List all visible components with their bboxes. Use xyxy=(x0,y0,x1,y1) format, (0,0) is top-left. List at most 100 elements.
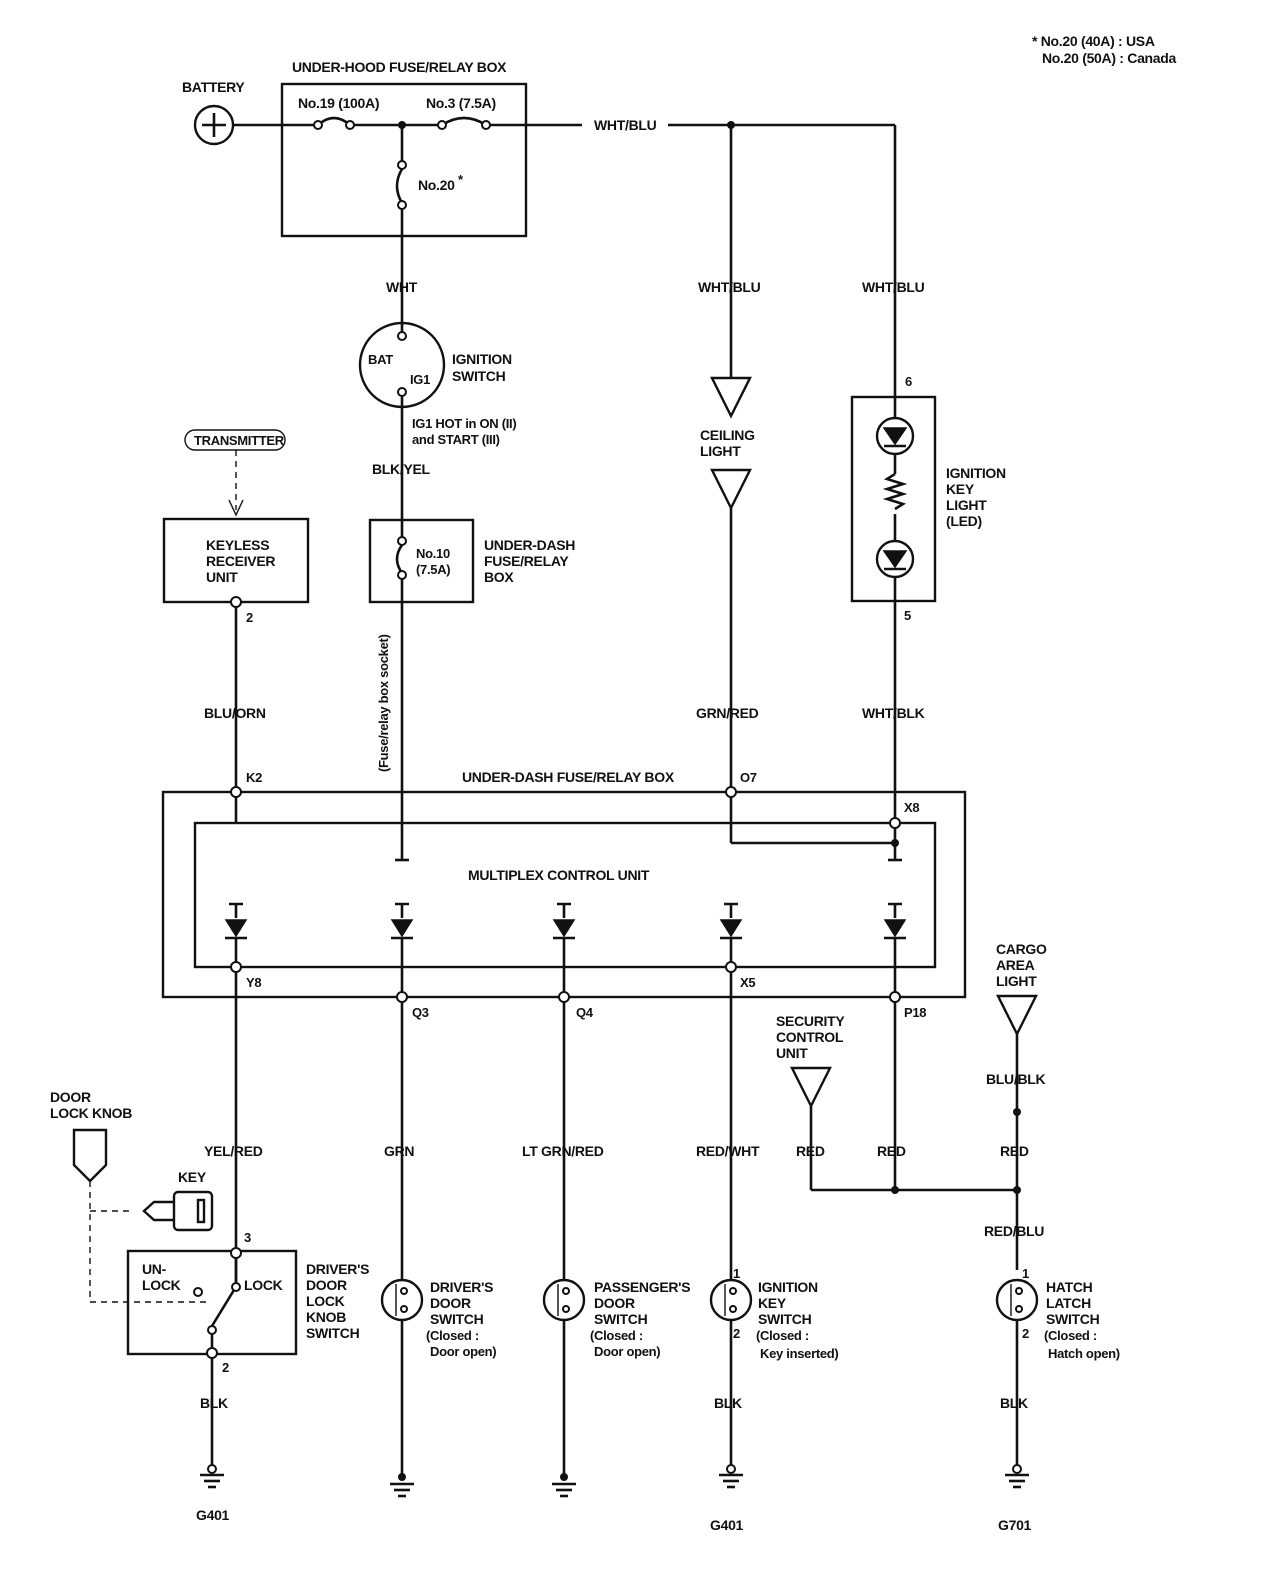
security-arrow-icon xyxy=(790,1066,832,1109)
driver-switch-2: DOOR xyxy=(430,1295,471,1311)
fuse-notes: * No.20 (40A) : USA No.20 (50A) : Canada xyxy=(1032,33,1177,66)
mcu-label: MULTIPLEX CONTROL UNIT xyxy=(468,867,650,883)
fuse-10-label: No.10 xyxy=(416,546,450,561)
wire-wht-blk: WHT/BLK xyxy=(862,705,925,721)
fuse-socket-label: (Fuse/relay box socket) xyxy=(376,634,391,772)
ignition-hot-2: and START (III) xyxy=(412,432,500,447)
lock-name-5: SWITCH xyxy=(306,1325,360,1341)
ignkey-pin-1: 1 xyxy=(733,1266,740,1281)
note-usa: * No.20 (40A) : USA xyxy=(1032,33,1155,49)
transmitter-arrow-icon xyxy=(228,499,244,517)
hatch-latch-switch-icon xyxy=(995,1278,1039,1322)
ignition-label-2: SWITCH xyxy=(452,368,506,384)
ignkey-switch-4: (Closed : xyxy=(756,1328,809,1343)
top-power-bus: WHT/BLU WHT xyxy=(233,116,895,332)
wire-red-blu: RED/BLU xyxy=(984,1223,1044,1239)
diode-q4-icon xyxy=(552,919,576,938)
keyless-receiver: TRANSMITTER KEYLESS RECEIVER UNIT 2 BLU/… xyxy=(162,429,310,788)
under-dash-fuse-10: No.10 (7.5A) UNDER-DASH FUSE/RELAY BOX (… xyxy=(368,518,576,862)
wire-red-cargo: RED xyxy=(1000,1143,1029,1159)
ignition-key-switch-icon xyxy=(709,1278,753,1322)
note-canada: No.20 (50A) : Canada xyxy=(1042,50,1177,66)
grounds: G401 G401 G701 xyxy=(196,1464,1032,1533)
lock-switch-blade-icon xyxy=(210,1289,236,1327)
diode-q3-icon xyxy=(390,919,414,938)
wire-blu-orn: BLU/ORN xyxy=(204,705,266,721)
pin-k2: K2 xyxy=(246,770,262,785)
wire-blk-yel: BLK/YEL xyxy=(372,461,431,477)
hatch-switch-2: LATCH xyxy=(1046,1295,1091,1311)
ceiling-1: CEILING xyxy=(700,427,755,443)
door-lock-knob-icon xyxy=(72,1128,108,1183)
security-control-unit: SECURITY CONTROL UNIT RED xyxy=(776,1013,1021,1194)
ignition-hot-1: IG1 HOT in ON (II) xyxy=(412,416,516,431)
under-hood-title: UNDER-HOOD FUSE/RELAY BOX xyxy=(292,59,507,75)
pin-q3: Q3 xyxy=(412,1005,429,1020)
passenger-switch-5: Door open) xyxy=(594,1344,660,1359)
wire-wht-blu-key: WHT/BLU xyxy=(862,279,925,295)
pin-p18: P18 xyxy=(904,1005,926,1020)
lock-name-4: KNOB xyxy=(306,1309,346,1325)
ignition-bat-label: BAT xyxy=(368,352,393,367)
key-label: KEY xyxy=(178,1169,207,1185)
hatch-switch-1: HATCH xyxy=(1046,1279,1093,1295)
led-2-icon xyxy=(882,550,908,569)
security-1: SECURITY xyxy=(776,1013,845,1029)
driver-door-lock-knob-switch: DOOR LOCK KNOB KEY 3 UN- LOCK LOCK 2 DRI… xyxy=(50,1089,369,1465)
resistor-icon xyxy=(882,472,908,511)
fuse-10-symbol-icon xyxy=(395,544,404,574)
hatch-latch-switch: 1 2 HATCH LATCH SWITCH (Closed : Hatch o… xyxy=(995,1266,1120,1465)
wire-blk-2: BLK xyxy=(714,1395,742,1411)
under-dash-small-3: BOX xyxy=(484,569,514,585)
unlock-label-1: UN- xyxy=(142,1261,167,1277)
key-light-4: (LED) xyxy=(946,513,982,529)
wire-wht: WHT xyxy=(386,279,418,295)
under-hood-box-outline xyxy=(280,82,528,238)
under-dash-main-title: UNDER-DASH FUSE/RELAY BOX xyxy=(462,769,675,785)
cargo-area-light: CARGO AREA LIGHT BLU/BLK RED RED/BLU xyxy=(984,941,1047,1270)
driver-switch-3: SWITCH xyxy=(430,1311,484,1327)
mcu-diodes xyxy=(224,902,907,992)
passenger-switch-4: (Closed : xyxy=(590,1328,643,1343)
fuse-3-symbol-icon xyxy=(441,116,487,127)
diode-y8-icon xyxy=(224,919,248,938)
driver-switch-4: (Closed : xyxy=(426,1328,479,1343)
wire-wht-blu-ceiling: WHT/BLU xyxy=(698,279,761,295)
lock-name-3: LOCK xyxy=(306,1293,345,1309)
passenger-door-switch: PASSENGER'S DOOR SWITCH (Closed : Door o… xyxy=(542,1278,691,1475)
ceiling-2: LIGHT xyxy=(700,443,741,459)
wire-red-p18: RED xyxy=(877,1143,906,1159)
under-dash-main-box: UNDER-DASH FUSE/RELAY BOX MULTIPLEX CONT… xyxy=(161,769,967,1020)
key-light-box xyxy=(850,395,937,603)
pin-x5: X5 xyxy=(740,975,755,990)
driver-switch-1: DRIVER'S xyxy=(430,1279,493,1295)
key-light-2: KEY xyxy=(946,481,975,497)
under-dash-small-1: UNDER-DASH xyxy=(484,537,575,553)
ground-driver-switch-icon xyxy=(390,1473,414,1498)
hatch-pin-1: 1 xyxy=(1022,1266,1029,1281)
ignkey-pin-2: 2 xyxy=(733,1326,740,1341)
fuse-19-label: No.19 (100A) xyxy=(298,95,379,111)
wire-red-wht: RED/WHT xyxy=(696,1143,760,1159)
security-3: UNIT xyxy=(776,1045,808,1061)
ignition-label-1: IGNITION xyxy=(452,351,512,367)
key-light-pin-bottom: 5 xyxy=(904,608,911,623)
hatch-pin-2: 2 xyxy=(1022,1326,1029,1341)
keyless-1: KEYLESS xyxy=(206,537,269,553)
pin-y8: Y8 xyxy=(246,975,261,990)
ground-passenger-switch-icon xyxy=(552,1473,576,1498)
lock-name-2: DOOR xyxy=(306,1277,347,1293)
ground-g701: G701 xyxy=(998,1517,1032,1533)
knob-label-2: LOCK KNOB xyxy=(50,1105,132,1121)
passenger-switch-3: SWITCH xyxy=(594,1311,648,1327)
key-blade-icon xyxy=(142,1200,174,1222)
ceiling-light: WHT/BLU CEILING LIGHT GRN/RED xyxy=(696,125,761,788)
under-dash-small-2: FUSE/RELAY xyxy=(484,553,569,569)
fuse-20-symbol-icon xyxy=(395,168,404,204)
wire-lt-grn-red: LT GRN/RED xyxy=(522,1143,604,1159)
transmitter-label: TRANSMITTER xyxy=(194,433,285,448)
keyless-3: UNIT xyxy=(206,569,238,585)
ignition-switch: BAT IG1 IGNITION SWITCH IG1 HOT in ON (I… xyxy=(358,321,517,520)
fuse-3-label: No.3 (7.5A) xyxy=(426,95,496,111)
